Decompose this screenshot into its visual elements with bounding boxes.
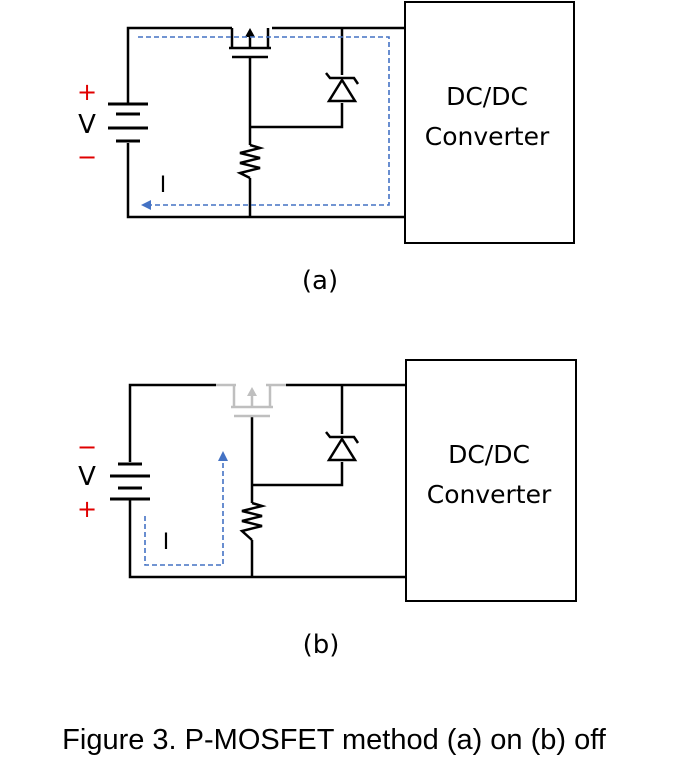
sub-caption-b: (b)	[303, 630, 340, 660]
mosfet-a	[229, 28, 271, 59]
circuit-a: + V − I DC/DC Converter (a)	[77, 1, 575, 296]
battery-b	[110, 462, 150, 501]
zener-diode-a	[325, 72, 360, 103]
converter-label-b-line2: Converter	[427, 480, 552, 509]
current-path-b	[144, 451, 228, 566]
minus-sign-a: −	[77, 143, 97, 171]
resistor-b	[239, 501, 267, 541]
current-label-b: I	[163, 530, 170, 555]
dc-dc-converter-a	[404, 1, 575, 244]
zener-diode-b	[325, 431, 360, 462]
plus-sign-b: +	[77, 495, 97, 523]
resistor-a	[236, 143, 265, 180]
voltage-label-b: V	[78, 462, 96, 492]
current-path-a	[138, 36, 390, 210]
converter-label-a-line1: DC/DC	[446, 82, 528, 111]
circuit-b-wires	[128, 383, 406, 579]
converter-label-b-line1: DC/DC	[448, 440, 530, 469]
minus-sign-b: −	[77, 433, 97, 461]
converter-label-a-line2: Converter	[425, 122, 550, 151]
battery-a	[108, 102, 148, 143]
sub-caption-a: (a)	[302, 266, 338, 296]
plus-sign-a: +	[77, 78, 97, 106]
dc-dc-converter-b	[405, 359, 577, 602]
circuit-b: − V + I DC/DC Converter (b)	[77, 359, 577, 660]
circuit-a-wires	[126, 26, 405, 219]
mosfet-b	[216, 383, 286, 418]
figure-caption: Figure 3. P-MOSFET method (a) on (b) off	[62, 724, 607, 756]
current-label-a: I	[160, 173, 167, 198]
voltage-label-a: V	[78, 110, 96, 140]
